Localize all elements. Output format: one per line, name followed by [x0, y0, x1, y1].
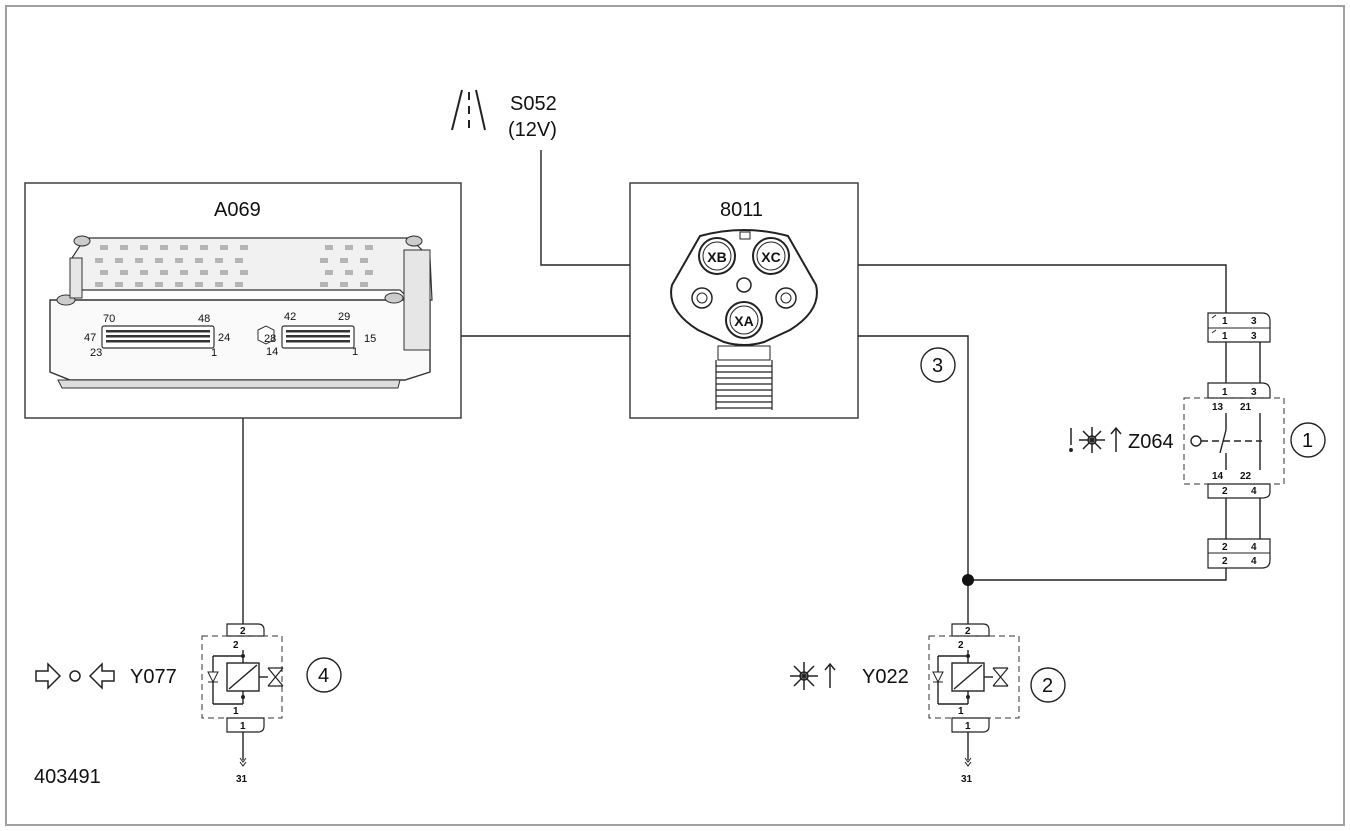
supply-label: S052: [510, 93, 557, 115]
junction-dot: [962, 574, 974, 586]
wire-connector-to-switch-top: [858, 264, 1227, 313]
connector-image: XB XC XA: [670, 229, 818, 410]
valve-right-ground: 31: [961, 774, 973, 785]
callout-4: 4: [306, 657, 342, 693]
valve-left-pin-bottom-inner: 1: [233, 706, 239, 717]
warning-fan-icon: [1069, 426, 1122, 453]
switch-pin-2a: 2: [1222, 486, 1228, 497]
ecu-pin-48: 48: [198, 313, 210, 325]
switch-pin-4a: 4: [1251, 486, 1257, 497]
ecu-pin-29: 29: [338, 311, 350, 323]
switch-pin-2c: 2: [1222, 556, 1228, 567]
switch-pin-3a: 3: [1251, 316, 1257, 327]
wire-connector-to-junction: [858, 335, 969, 580]
callout-2-label: 2: [1042, 675, 1053, 697]
ecu-pin-23: 23: [90, 347, 102, 359]
callout-4-label: 4: [318, 665, 329, 687]
callout-3-label: 3: [932, 355, 943, 377]
fan-up-icon: [790, 662, 836, 690]
ecu-pin-47: 47: [84, 332, 96, 344]
ecu-image: 70 48 47 24 23 1 42 29 28 15 14 1: [49, 235, 433, 389]
switch-connector-top: 1 3 1 3: [1207, 312, 1271, 343]
connector-label: 8011: [720, 199, 763, 221]
valve-left-ground: 31: [236, 774, 248, 785]
switch-pin-1c: 1: [1222, 387, 1228, 398]
wire-supply-to-connector: [540, 150, 630, 266]
valve-right-label: Y022: [862, 666, 909, 688]
connector-8011: 8011 XB XC XA: [629, 182, 859, 419]
switch-pin-1b: 1: [1222, 331, 1228, 342]
ecu-pin-1-right: 1: [352, 346, 358, 358]
valve-y022: 2 2 1 1 31 Y022: [790, 623, 1020, 785]
ecu-pin-70: 70: [103, 313, 115, 325]
supply-voltage: (12V): [508, 119, 557, 141]
switch-pin-14: 14: [1212, 471, 1224, 482]
switch-pin-4b: 4: [1251, 542, 1257, 553]
switch-pin-21: 21: [1240, 402, 1252, 413]
ecu-pin-24: 24: [218, 332, 230, 344]
valve-left-pin-top-inner: 2: [233, 640, 239, 651]
road-icon: [451, 89, 486, 131]
switch-pin-13: 13: [1212, 402, 1224, 413]
switch-pin-1a: 1: [1222, 316, 1228, 327]
socket-xc-label: XC: [761, 249, 780, 265]
callout-1: 1: [1290, 422, 1326, 458]
switch-contact: [1190, 413, 1262, 470]
socket-xc: [752, 237, 790, 275]
callout-3: 3: [920, 347, 956, 383]
ecu-pin-42: 42: [284, 311, 296, 323]
ecu-pin-14: 14: [266, 346, 278, 358]
switch-pin-2b: 2: [1222, 542, 1228, 553]
socket-xa-label: XA: [734, 313, 753, 329]
valve-right-pin-top: 2: [965, 626, 971, 637]
switch-z064: 1 3 1 3 1 3 13 21 14 22 2 4: [1069, 312, 1285, 569]
callout-1-label: 1: [1302, 430, 1313, 452]
diagram-frame: [5, 5, 1345, 826]
switch-pin-22: 22: [1240, 471, 1252, 482]
figure-number: 403491: [34, 766, 101, 788]
valve-left-pin-bottom: 1: [240, 721, 246, 732]
ecu-pin-15: 15: [364, 333, 376, 345]
valve-right-pin-bottom-inner: 1: [958, 706, 964, 717]
ecu-pin-28: 28: [264, 333, 276, 345]
ecu-label: A069: [214, 199, 261, 221]
switch-pin-3b: 3: [1251, 331, 1257, 342]
switch-label: Z064: [1128, 431, 1174, 453]
supply-s052: S052 (12V): [451, 89, 557, 141]
valve-left-pin-top: 2: [240, 626, 246, 637]
switch-pin-3c: 3: [1251, 387, 1257, 398]
socket-xb-label: XB: [707, 249, 726, 265]
wires: [242, 150, 1227, 624]
ecu-pin-1-left: 1: [211, 347, 217, 359]
valve-right-pin-bottom: 1: [965, 721, 971, 732]
switch-pin-4c: 4: [1251, 556, 1257, 567]
valve-right-pin-top-inner: 2: [958, 640, 964, 651]
switch-connector-bottom: 2 4 2 4: [1207, 538, 1271, 569]
callout-2: 2: [1030, 667, 1066, 703]
flow-arrows-icon: [35, 662, 115, 690]
ecu-a069: A069: [24, 182, 462, 419]
socket-xa: [725, 301, 763, 339]
valve-left-label: Y077: [130, 666, 177, 688]
socket-xb: [698, 237, 736, 275]
valve-y077: 2 2 1 1 31 Y077: [35, 623, 284, 785]
wire-junction-to-switch-bottom: [968, 568, 1227, 581]
